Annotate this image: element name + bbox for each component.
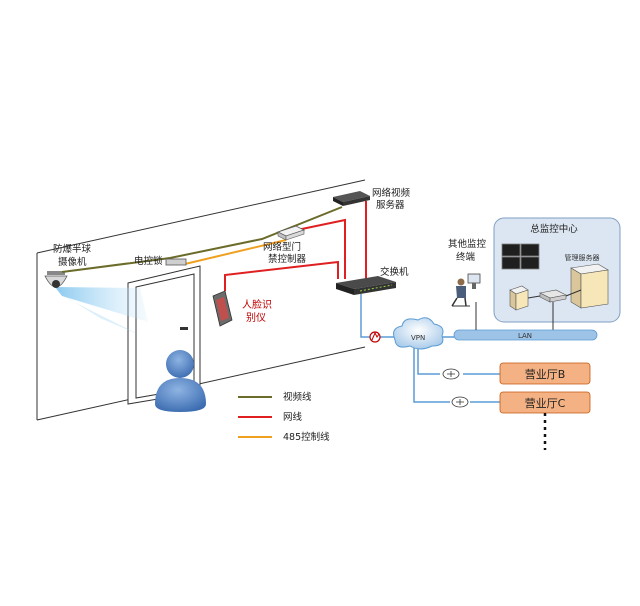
router-icon-c [451, 396, 469, 408]
camera-label-line2: 摄像机 [58, 256, 87, 268]
access-controller-icon [276, 225, 306, 241]
video-wall-icon [501, 243, 540, 270]
video-server-label-line1: 网络视频 [372, 187, 411, 199]
router-icon-b [442, 368, 460, 380]
face-device-label-line1: 人脸识 [242, 298, 272, 311]
face-recognition-icon [212, 290, 233, 327]
access-controller-label-line2: 禁控制器 [268, 253, 307, 265]
legend: 视频线 网线 485控制线 [238, 391, 330, 443]
lock-label: 电控锁 [134, 255, 163, 267]
hall-b-box [499, 362, 591, 385]
vpn-cloud-icon [393, 317, 444, 350]
camera-label-line1: 防爆半球 [53, 243, 92, 255]
person-icon [155, 350, 206, 412]
switch-label: 交换机 [380, 266, 409, 278]
operator-terminal-icon [451, 273, 481, 307]
workstation-icon [509, 285, 529, 311]
legend-label-net: 网线 [283, 411, 303, 423]
legend-label-video: 视频线 [283, 391, 312, 403]
switch-icon [336, 276, 396, 295]
rs485-line [184, 239, 287, 265]
hall-b-label: 营业厅B [525, 367, 566, 381]
center-switch-icon [527, 289, 582, 330]
other-terminal-label-line1: 其他监控 [448, 238, 487, 250]
video-line [61, 206, 343, 273]
control-center-label: 总监控中心 [530, 223, 578, 235]
camera-beam [55, 287, 148, 322]
hall-c-label: 营业厅C [525, 396, 566, 410]
face-device-label-line2: 别仪 [246, 312, 266, 324]
legend-label-485: 485控制线 [283, 431, 330, 443]
firewall-icon [369, 331, 381, 343]
network-lines [224, 201, 367, 291]
dome-camera-icon [44, 271, 68, 288]
lan-label: LAN [518, 332, 532, 340]
lan-bar [453, 329, 598, 341]
access-controller-label-line1: 网络型门 [263, 241, 301, 253]
server-tower-icon [570, 263, 609, 309]
electric-lock-icon [165, 258, 187, 266]
video-server-label-line2: 服务器 [376, 199, 405, 211]
other-terminal-label-line2: 终端 [456, 251, 476, 263]
video-server-icon [333, 191, 370, 206]
mgmt-server-label: 管理服务器 [565, 253, 600, 262]
wall [36, 179, 366, 421]
vpn-label: VPN [411, 334, 425, 342]
